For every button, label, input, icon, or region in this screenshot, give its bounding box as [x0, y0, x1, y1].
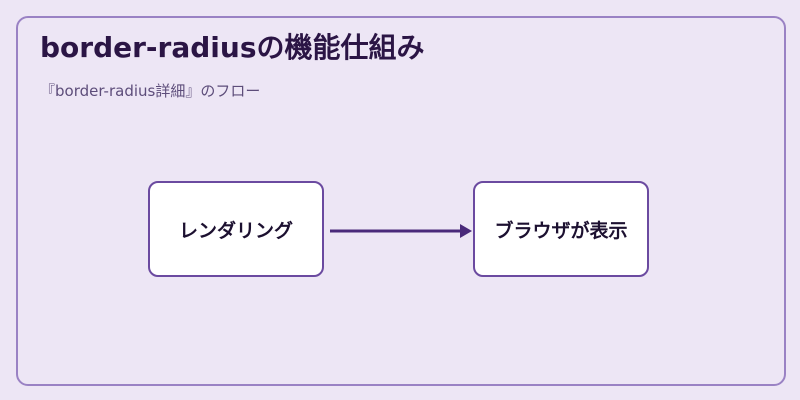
arrowhead-icon: [460, 224, 472, 238]
node-browser-display: ブラウザが表示: [473, 181, 649, 277]
diagram-frame: [16, 16, 786, 386]
diagram-title: border-radiusの機能仕組み: [40, 31, 425, 64]
diagram-subtitle: 『border-radius詳細』のフロー: [40, 82, 261, 100]
node-rendering: レンダリング: [148, 181, 324, 277]
